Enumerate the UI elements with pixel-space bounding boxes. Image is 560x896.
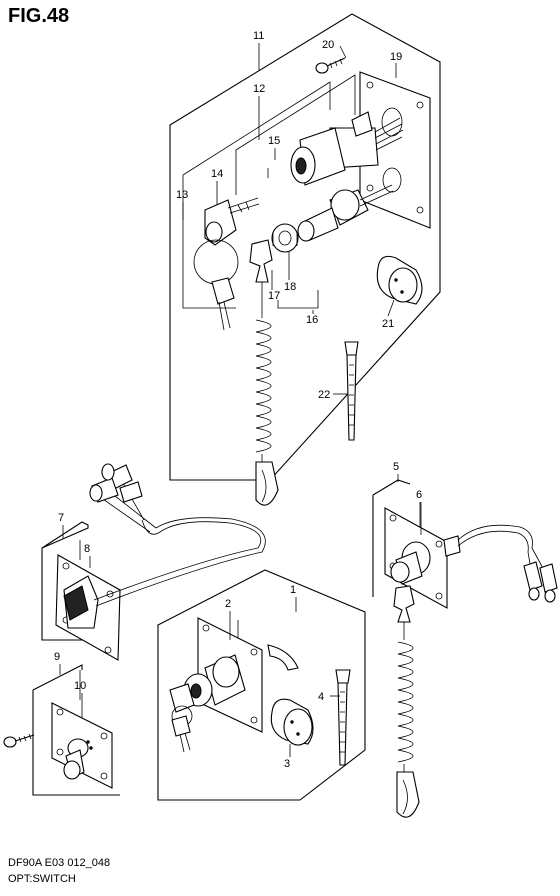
callout-4: 4: [318, 691, 324, 703]
panel-outline-11: [169, 13, 441, 481]
key-2: [169, 683, 195, 753]
switch-plate-10: [51, 702, 113, 789]
model-code-caption: DF90A E03 012_048: [8, 857, 110, 869]
switch-plate-8: [55, 554, 121, 661]
callout-9: 9: [54, 651, 60, 663]
leader-lines: [59, 43, 422, 757]
key-14: [193, 197, 260, 331]
ignition-switch-15: [290, 111, 404, 186]
cap-21: [376, 255, 423, 305]
bracket-14: [235, 74, 356, 195]
callout-labels: 1 2 3 4 5 6 7 8 9 10 11 12 13 14 15 16 1…: [54, 30, 422, 770]
panel-group-11: [169, 13, 441, 481]
callout-8: 8: [84, 543, 90, 555]
cap-3: [270, 698, 314, 746]
callout-14: 14: [211, 168, 223, 180]
switch-plate-2: [183, 617, 299, 733]
callout-10: 10: [74, 680, 86, 692]
callout-19: 19: [390, 51, 402, 63]
screw-20: [315, 57, 346, 74]
lanyard-17: [249, 239, 279, 506]
callout-3: 3: [284, 758, 290, 770]
callout-18: 18: [284, 281, 296, 293]
wire-harness-8: [89, 463, 266, 607]
wire-harness-6: [457, 524, 558, 603]
callout-17: 17: [268, 290, 280, 302]
screw-left: [3, 733, 35, 748]
callout-15: 15: [268, 135, 280, 147]
section-caption: OPT:SWITCH: [8, 873, 76, 885]
cable-tie-22: [344, 341, 359, 441]
cable-tie-4: [335, 669, 351, 766]
nut-18: [271, 223, 299, 253]
callout-16: 16: [306, 314, 318, 326]
callout-1: 1: [290, 584, 296, 596]
callout-22: 22: [318, 389, 330, 401]
lanyard-right: [393, 585, 420, 818]
callout-6: 6: [416, 489, 422, 501]
callout-11: 11: [253, 30, 264, 42]
panel-group-9: [32, 664, 120, 796]
stop-switch-16: [297, 184, 394, 242]
figure-title: FIG.48: [8, 5, 69, 27]
callout-7: 7: [58, 512, 64, 524]
callout-12: 12: [253, 83, 265, 95]
callout-5: 5: [393, 461, 399, 473]
callout-13: 13: [176, 189, 188, 201]
callout-2: 2: [225, 598, 231, 610]
switch-plate-6: [384, 507, 461, 609]
callout-20: 20: [322, 39, 334, 51]
callout-21: 21: [382, 318, 394, 330]
bracket-12: [182, 81, 331, 176]
switch-plate-19: [359, 71, 431, 229]
